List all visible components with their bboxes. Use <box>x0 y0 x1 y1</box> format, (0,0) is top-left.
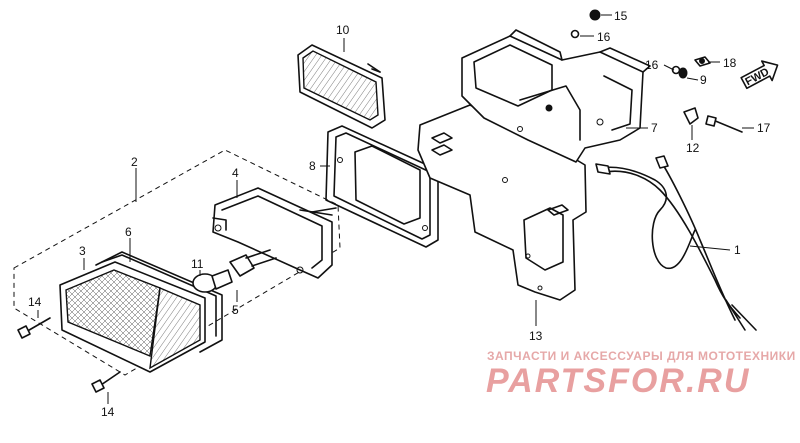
callout-10: 10 <box>336 23 350 37</box>
hardware-parts <box>570 9 743 133</box>
callout-13: 13 <box>529 329 543 343</box>
reflector-part <box>297 44 386 129</box>
callout-labels: 2 3 6 4 11 5 14 14 10 8 15 16 16 9 18 12… <box>28 9 771 419</box>
callout-3: 3 <box>79 244 86 258</box>
callout-1: 1 <box>734 243 741 257</box>
callout-16-right: 16 <box>645 58 659 72</box>
callout-8: 8 <box>309 159 316 173</box>
leader-lines <box>37 14 754 404</box>
socket-bulb-parts <box>192 249 277 293</box>
callout-4: 4 <box>232 166 239 180</box>
callout-6: 6 <box>125 225 132 239</box>
callout-17: 17 <box>757 121 771 135</box>
callout-16-top: 16 <box>597 30 611 44</box>
callout-12: 12 <box>686 141 700 155</box>
callout-18: 18 <box>723 56 737 70</box>
watermark-brand: PARTSFOR.RU <box>486 362 750 400</box>
forward-arrow: FWD <box>740 60 779 90</box>
watermark-subtitle: ЗАПЧАСТИ И АКСЕССУАРЫ ДЛЯ МОТОТЕХНИКИ <box>487 349 796 363</box>
callout-7: 7 <box>651 121 658 135</box>
wire-harness-part <box>595 155 757 331</box>
callout-9: 9 <box>700 73 707 87</box>
tail-lens-part <box>59 261 206 373</box>
screw-parts <box>17 317 121 393</box>
license-bracket-part <box>417 104 587 301</box>
upper-housing-part <box>461 29 651 163</box>
tail-base-part <box>212 187 337 279</box>
callout-5: 5 <box>232 303 239 317</box>
callout-15: 15 <box>614 9 628 23</box>
gasket-part <box>95 251 223 353</box>
callout-2: 2 <box>131 155 138 169</box>
callout-11: 11 <box>191 257 204 271</box>
watermark: ЗАПЧАСТИ И АКСЕССУАРЫ ДЛЯ МОТОТЕХНИКИ PA… <box>486 349 796 400</box>
license-lens-frame <box>325 125 439 248</box>
callout-14-upper: 14 <box>28 295 42 309</box>
fwd-label: FWD <box>743 66 771 88</box>
callout-14-lower: 14 <box>101 405 115 419</box>
